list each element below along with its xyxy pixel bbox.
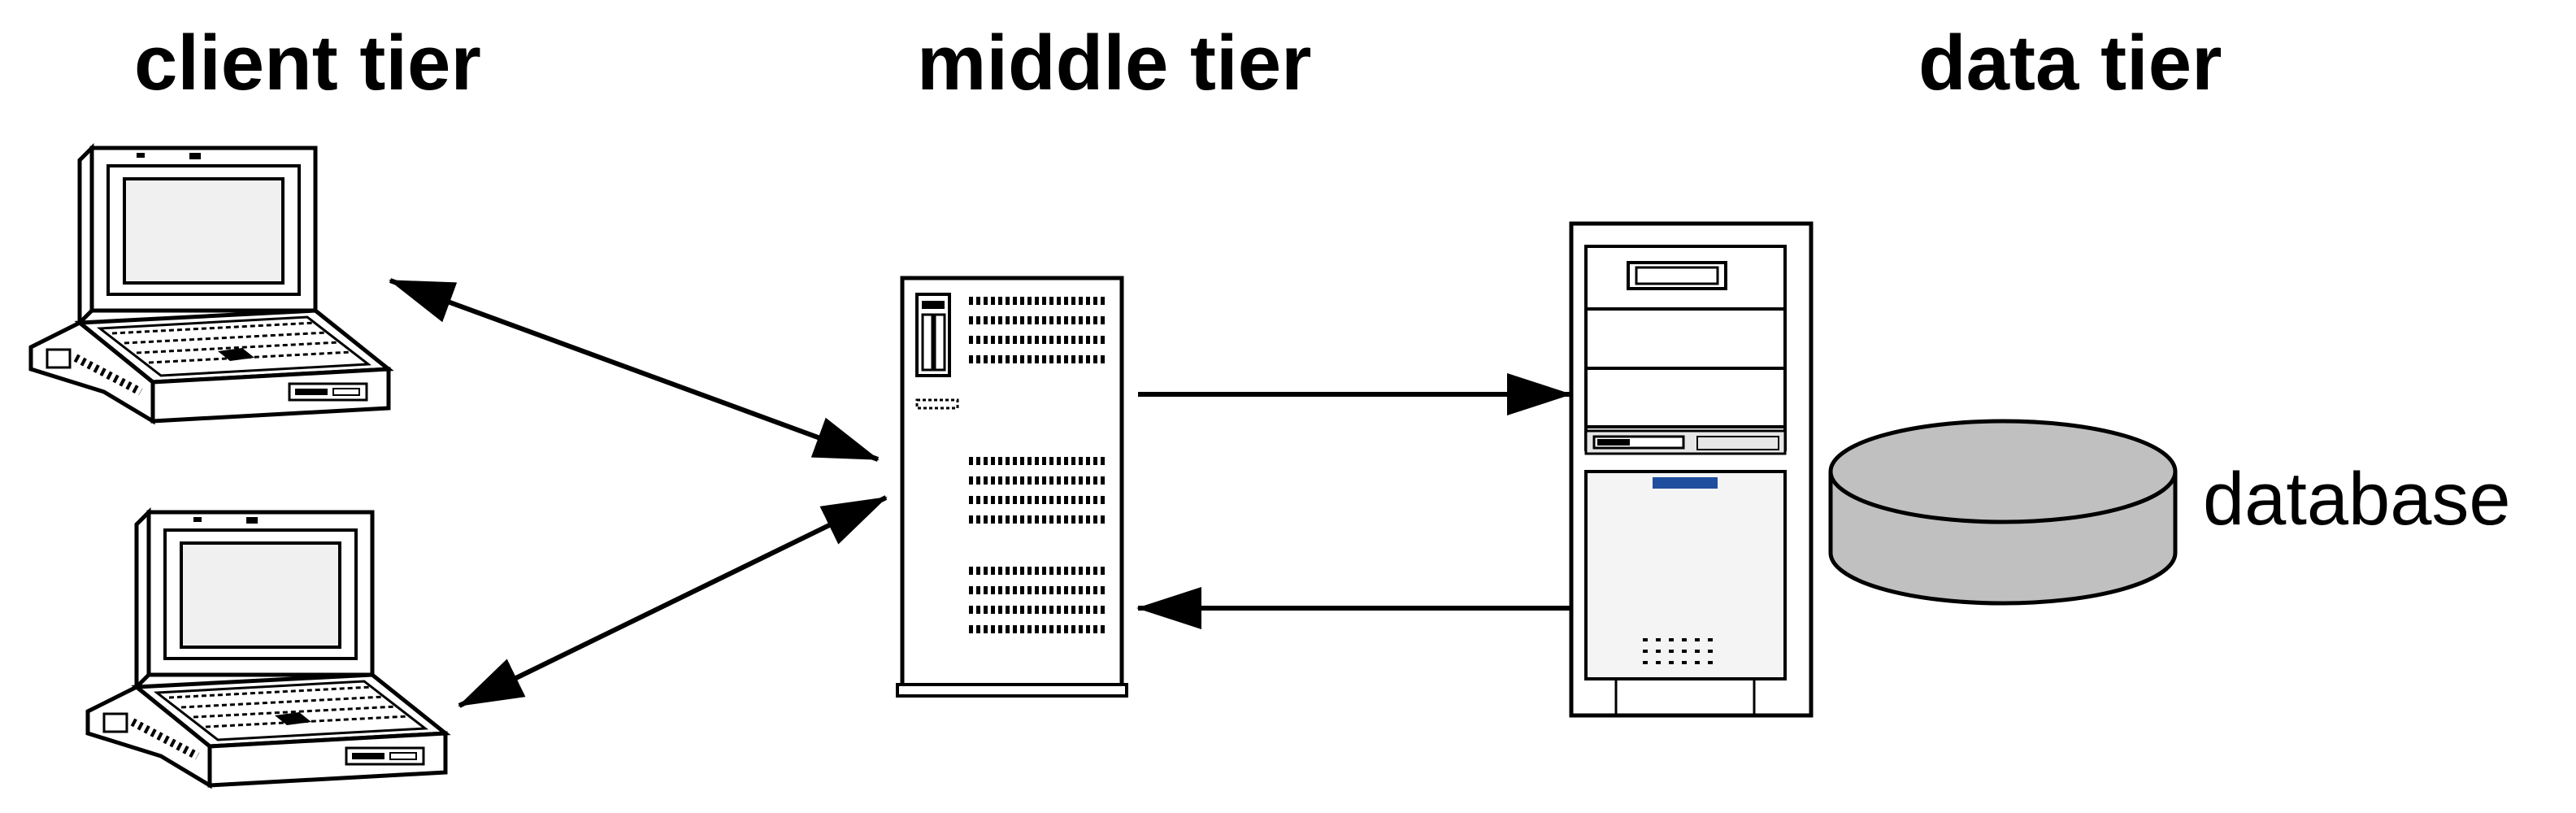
data-server xyxy=(1571,224,1811,715)
database-label: database xyxy=(2203,458,2511,541)
client-laptop-bottom xyxy=(88,512,445,785)
laptop-icon xyxy=(31,148,389,421)
client-tier-heading: client tier xyxy=(134,20,481,107)
data-tier-heading: data tier xyxy=(1918,20,2222,107)
client-laptop-top xyxy=(31,148,389,421)
tower-server-icon xyxy=(1571,224,1811,715)
database-cylinder-icon xyxy=(1828,419,2178,606)
middle-tier-heading: middle tier xyxy=(917,20,1312,107)
connector-client-top-middle xyxy=(389,278,880,462)
middle-server xyxy=(897,278,1127,696)
tower-server-icon xyxy=(897,278,1127,696)
connector-client-bottom-middle xyxy=(458,495,888,708)
laptop-icon xyxy=(88,512,445,785)
